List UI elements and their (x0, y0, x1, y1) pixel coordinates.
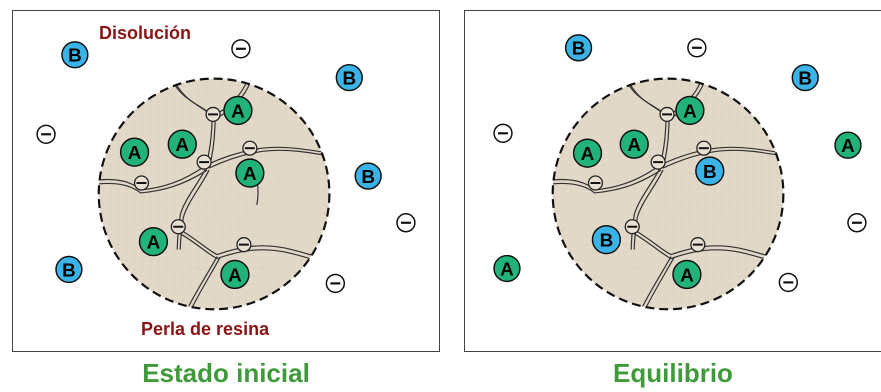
fixed-charge-icon (650, 154, 666, 170)
equilibrium-diagram: A A A B B A B B (493, 34, 867, 311)
fixed-charge-icon (205, 106, 221, 122)
svg-text:A: A (841, 136, 855, 157)
fixed-charge-icon (196, 154, 212, 170)
svg-text:B: B (361, 167, 375, 188)
fixed-charge-icon (690, 237, 706, 253)
svg-text:A: A (231, 101, 245, 122)
svg-text:B: B (68, 46, 82, 67)
svg-text:A: A (500, 259, 514, 280)
svg-text:B: B (798, 69, 812, 90)
equilibrium-caption: Equilibrio (613, 358, 733, 388)
anion-icon (231, 39, 251, 59)
ion-b-icon: B (591, 224, 622, 255)
ion-a-icon: A (220, 259, 250, 290)
svg-text:B: B (600, 231, 614, 252)
svg-text:A: A (147, 233, 161, 254)
anion-icon (493, 123, 513, 143)
svg-text:B: B (342, 69, 356, 90)
ion-b-icon: B (695, 156, 725, 186)
ion-a-icon: A (619, 129, 649, 159)
fixed-charge-icon (696, 140, 712, 156)
svg-text:A: A (680, 265, 694, 286)
svg-text:A: A (683, 101, 697, 122)
ion-b-icon: B (61, 41, 89, 69)
ion-b-icon: B (564, 34, 593, 62)
anion-icon (325, 273, 346, 294)
solution-label: Disolución (99, 23, 192, 43)
initial-state-panel: A A A A A A B B (12, 10, 440, 352)
ion-a-icon: A (672, 259, 702, 290)
anion-icon (687, 38, 707, 58)
svg-text:A: A (581, 144, 595, 165)
equilibrium-panel: A A A B B A B B (464, 10, 881, 352)
ion-b-icon: B (335, 63, 363, 92)
ion-a-icon: A (167, 129, 197, 159)
ion-a-icon: A (235, 158, 265, 188)
initial-state-diagram: A A A A A A B B (36, 39, 416, 311)
svg-text:B: B (703, 162, 717, 183)
fixed-charge-icon (133, 175, 150, 191)
svg-text:B: B (62, 260, 76, 281)
initial-state-caption: Estado inicial (142, 358, 310, 388)
ion-a-icon: A (675, 95, 705, 126)
ion-b-icon: B (354, 162, 382, 190)
ion-b-icon: B (791, 63, 819, 92)
ion-b-icon: B (55, 255, 83, 284)
fixed-charge-icon (242, 140, 258, 156)
anion-icon (778, 272, 799, 293)
svg-text:A: A (627, 135, 641, 156)
ion-a-icon: A (223, 95, 253, 126)
ion-a-icon: A (493, 254, 521, 283)
fixed-charge-icon (587, 175, 604, 191)
ion-a-icon: A (119, 137, 150, 167)
svg-text:A: A (175, 135, 189, 156)
fixed-charge-icon (236, 237, 252, 253)
fixed-charge-icon (659, 106, 675, 122)
fixed-charge-icon (624, 219, 640, 235)
svg-text:A: A (228, 265, 242, 286)
ion-a-icon: A (572, 138, 603, 168)
anion-icon (396, 213, 416, 233)
ion-a-icon: A (138, 226, 169, 257)
fixed-charge-icon (170, 219, 186, 235)
svg-text:A: A (243, 164, 257, 185)
svg-text:A: A (128, 143, 142, 164)
resin-bead-label: Perla de resina (141, 319, 270, 339)
anion-icon (847, 213, 867, 233)
anion-icon (36, 124, 56, 144)
ion-a-icon: A (834, 131, 862, 159)
svg-text:B: B (572, 39, 586, 60)
